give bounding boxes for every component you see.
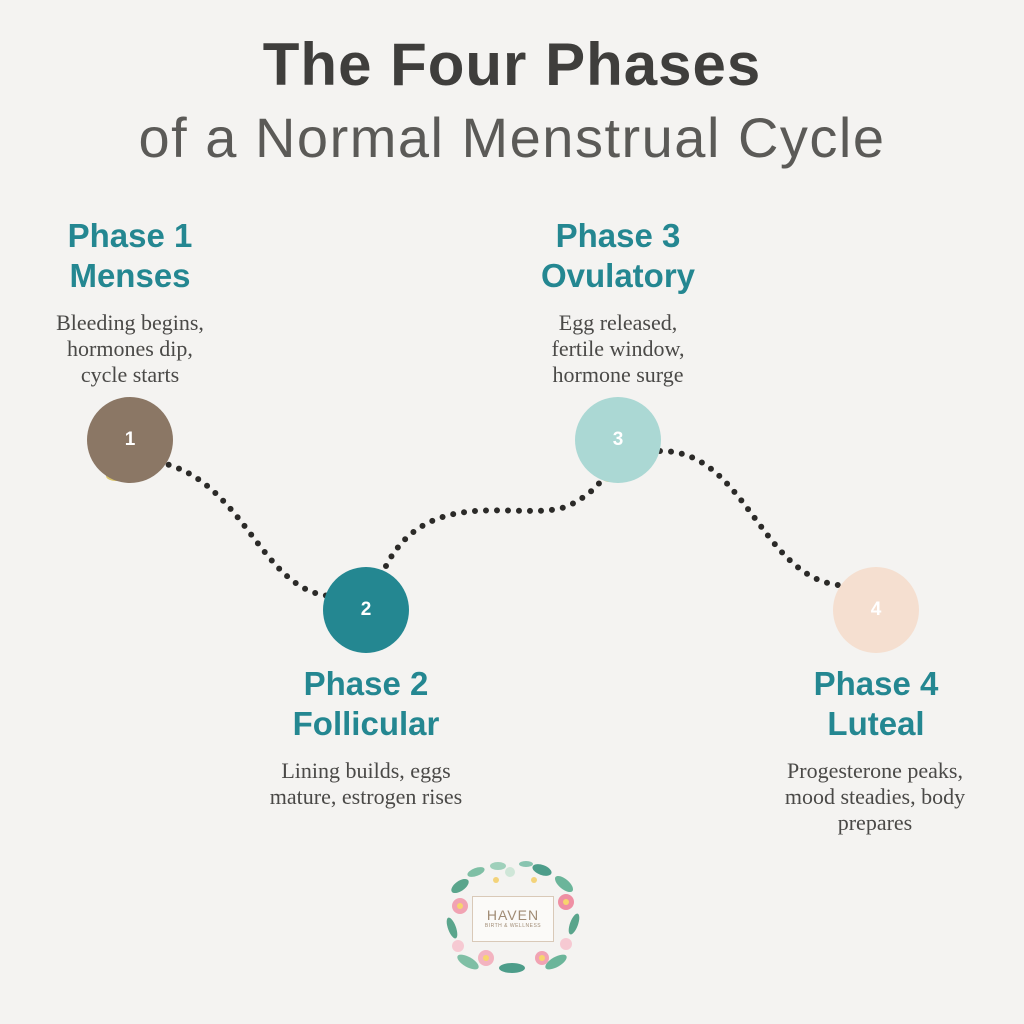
phase-3-name: Ovulatory (540, 257, 696, 294)
phase-2-heading: Phase 2 (303, 665, 429, 702)
phase-2-name: Follicular (292, 705, 440, 742)
dotted-path-segment-3-4 (657, 447, 841, 588)
title-line-1: The Four Phases (262, 31, 762, 98)
logo-frame: HAVEN BIRTH & WELLNESS (472, 896, 554, 942)
floral-wreath-icon (446, 861, 580, 973)
phase-2-title: Phase 2 Follicular (256, 664, 476, 744)
phase-3-description: Egg released, fertile window, hormone su… (508, 310, 728, 388)
phase-1-title: Phase 1 Menses (30, 216, 230, 296)
phase-3-desc-line-3: hormone surge (552, 362, 684, 387)
phase-3-desc-line-1: Egg released, (558, 310, 678, 335)
phase-1-description: Bleeding begins, hormones dip, cycle sta… (20, 310, 240, 388)
phase-2-desc-line-1: Lining builds, eggs (281, 758, 451, 783)
phase-2-node: 2 (323, 567, 409, 653)
dotted-path-segment-2-3 (383, 471, 610, 569)
phase-1-heading: Phase 1 (67, 217, 193, 254)
phase-3-node: 3 (575, 397, 661, 483)
phase-1-node: 1 (87, 397, 173, 483)
phase-1-name: Menses (69, 257, 191, 294)
logo-name: HAVEN (486, 907, 540, 923)
phase-3-desc-line-2: fertile window, (551, 336, 685, 361)
phase-2-description: Lining builds, eggs mature, estrogen ris… (216, 758, 516, 810)
phase-4-name: Luteal (827, 705, 925, 742)
dotted-path-segment-1-2 (155, 459, 333, 599)
phase-3-title: Phase 3 Ovulatory (508, 216, 728, 296)
phase-1-desc-line-3: cycle starts (80, 362, 180, 387)
phase-4-desc-line-3: prepares (837, 810, 913, 835)
logo-tagline: BIRTH & WELLNESS (484, 923, 542, 929)
phase-4-title: Phase 4 Luteal (766, 664, 986, 744)
phase-4-node: 4 (833, 567, 919, 653)
haven-logo: HAVEN BIRTH & WELLNESS (438, 858, 586, 978)
phase-3-heading: Phase 3 (555, 217, 681, 254)
phase-2-desc-line-2: mature, estrogen rises (269, 784, 463, 809)
phase-1-desc-line-1: Bleeding begins, (56, 310, 204, 335)
phase-4-description: Progesterone peaks, mood steadies, body … (740, 758, 1010, 836)
phase-4-desc-line-1: Progesterone peaks, (787, 758, 963, 783)
phase-1-desc-line-2: hormones dip, (67, 336, 193, 361)
title-line-2: of a Normal Menstrual Cycle (138, 106, 886, 169)
phase-4-desc-line-2: mood steadies, body (784, 784, 966, 809)
phase-4-heading: Phase 4 (813, 665, 939, 702)
